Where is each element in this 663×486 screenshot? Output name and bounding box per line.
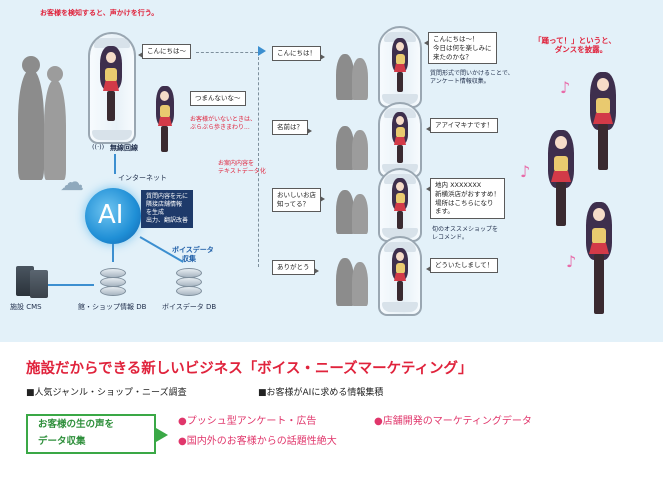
detect-caption: お客様を検知すると、声かけを行う。 (40, 9, 159, 17)
callout-arrow (156, 428, 168, 442)
summary-panel: 施設だからできる新しいビジネス「ボイス・ニーズマーケティング」 ■人気ジャンル・… (0, 342, 663, 486)
guide-text-note: お案内内容をテキストデータ化 (218, 160, 266, 175)
customer-head (22, 56, 40, 74)
customer-bubble: 名前は？ (272, 120, 312, 135)
music-note-icon: ♪ (560, 78, 571, 97)
speech-bubble: つまんないな〜 (190, 91, 246, 106)
customer-head (47, 66, 63, 82)
bullet-item: ●国内外のお客様からの話題性絶大 (178, 436, 337, 447)
cms-label: 施設 CMS (10, 303, 42, 311)
customer-silhouette (352, 262, 368, 306)
internet-label: インターネット (118, 174, 167, 182)
wifi-icon: ((·)) (92, 143, 105, 151)
customer-silhouette (352, 130, 368, 170)
wander-note: お客様がいないときは、ぶらぶら歩きまわり... (190, 116, 257, 131)
sub-item: ■人気ジャンル・ショップ・ニーズ調査 (26, 388, 187, 398)
database-icon (176, 268, 202, 298)
wireless-label: 無線回線 (110, 144, 138, 152)
customer-silhouette (18, 70, 44, 180)
arrow-line (114, 154, 116, 174)
server-icon (30, 270, 48, 298)
voice-db-label: ボイスデータ DB (162, 303, 217, 311)
customer-silhouette (352, 194, 368, 234)
arrow-head (258, 46, 266, 56)
customer-bubble: こんにちは！ (272, 46, 325, 61)
arrow-line (112, 244, 114, 262)
customer-silhouette (336, 54, 354, 100)
robot-bubble: アアイマキナです！ (425, 118, 499, 133)
sub-item: ■お客様がAIに求める情報集積 (258, 388, 384, 398)
ai-circle (85, 188, 141, 244)
music-note-icon: ♪ (566, 252, 577, 271)
cloud-icon: ☁ (60, 168, 84, 196)
customer-silhouette (336, 126, 354, 170)
diagram-panel: お客様を検知すると、声かけを行う。 こんにちは〜 つまんないな〜 お客様がいない… (0, 0, 663, 342)
green-callout-box: お客様の生の声を データ収集 (26, 414, 156, 454)
green-box-line: お客様の生の声を (38, 419, 115, 430)
dance-caption: 「踊って！」というと、ダンスを披露。 (534, 36, 616, 55)
customer-bubble: ありがとう (272, 260, 318, 275)
shop-db-label: 館・ショップ情報 DB (78, 303, 147, 311)
robot-bubble: どういたしまして！ (425, 258, 499, 273)
main-headline: 施設だからできる新しいビジネス「ボイス・ニーズマーケティング」 (26, 361, 473, 377)
dashed-connector (258, 52, 260, 267)
voice-collect-label: ボイスデータ収集 (172, 246, 214, 263)
server-icon (16, 266, 34, 296)
customer-bubble: おいしいお店知ってる？ (272, 188, 325, 212)
green-box-line: データ収集 (38, 436, 86, 447)
customer-silhouette (44, 80, 66, 180)
music-note-icon: ♪ (520, 162, 531, 181)
dashed-connector (196, 52, 258, 53)
ai-note: 質問内容を元に隣接店舗情報を生成出力、翻訳改善 (141, 190, 194, 229)
speech-bubble: こんにちは〜 (138, 44, 191, 59)
ai-label: AI (98, 200, 124, 230)
bullet-item: ●プッシュ型アンケート・広告 (178, 416, 317, 427)
conversation-note: 旬のオススメショップをレコメンド。 (432, 226, 499, 241)
database-icon (100, 268, 126, 298)
customer-silhouette (352, 58, 368, 100)
bullet-item: ●店舗開発のマーケティングデータ (374, 416, 532, 427)
arrow-line (44, 284, 94, 286)
customer-silhouette (336, 190, 354, 234)
customer-silhouette (336, 258, 354, 306)
robot-bubble: こんにちは〜！今日は何を楽しみに来たのかな？ (424, 32, 497, 65)
conversation-note: 質問形式で問いかけることで、アンケート情報収集。 (430, 70, 514, 85)
